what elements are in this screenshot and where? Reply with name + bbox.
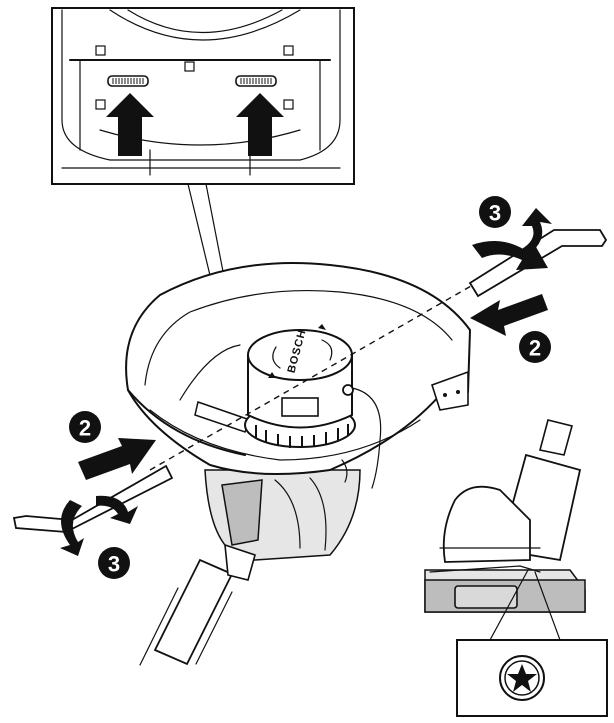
step-badge-2-right: 2 bbox=[519, 331, 551, 363]
up-arrow-icon bbox=[106, 93, 154, 156]
curved-arrow-icon bbox=[96, 495, 138, 524]
inset-detail-box bbox=[51, 7, 355, 185]
tool-base-detail bbox=[424, 419, 608, 717]
curved-arrow-icon bbox=[520, 208, 552, 255]
arrow-icon bbox=[470, 294, 548, 336]
step-number: 2 bbox=[79, 416, 91, 441]
up-arrow-icon bbox=[236, 93, 284, 156]
arrow-icon bbox=[78, 438, 156, 480]
curved-arrow-icon bbox=[60, 500, 84, 556]
step-badge-3-right: 3 bbox=[479, 196, 511, 228]
trimmer-head: BOSCH bbox=[125, 262, 472, 666]
step-badge-3-left: 3 bbox=[98, 547, 130, 579]
star-icon bbox=[507, 664, 537, 692]
right-hex-key bbox=[468, 229, 608, 298]
step-badge-2-left: 2 bbox=[69, 411, 101, 443]
step-number: 3 bbox=[108, 552, 120, 577]
alignment-line bbox=[149, 281, 479, 471]
step-number: 2 bbox=[529, 336, 541, 361]
trimmer-line bbox=[351, 387, 382, 489]
step-number: 3 bbox=[489, 201, 501, 226]
